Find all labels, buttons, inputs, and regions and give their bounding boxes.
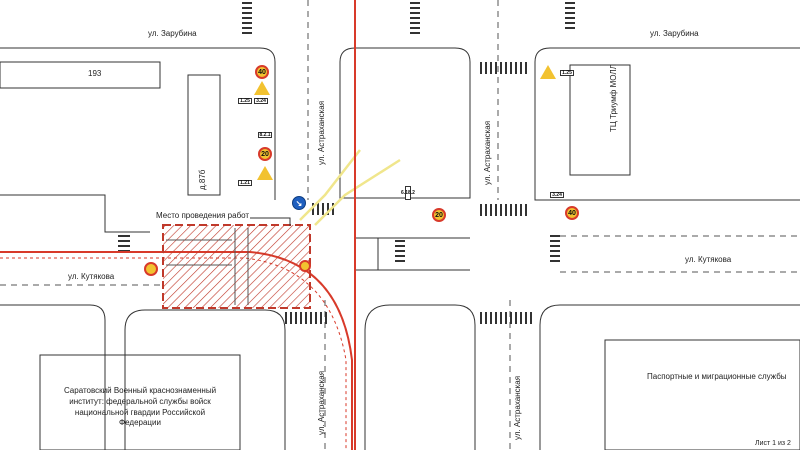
block-south-central: [364, 304, 476, 450]
building-mall: [569, 64, 631, 176]
street-label-kutyakova-left: ул. Кутякова: [68, 272, 115, 281]
no-entry-sign-icon: [144, 262, 158, 276]
speed-limit-sign-icon: 20: [432, 208, 446, 222]
work-site-label: Место проведения работ: [156, 211, 250, 220]
building-label-87b: д.87б: [198, 169, 207, 190]
warning-triangle-icon: [254, 81, 270, 95]
building-label-passport: Паспортные и миграционные службы: [647, 372, 787, 381]
speed-limit-sign-icon: 40: [565, 206, 579, 220]
building-label-193: 193: [88, 69, 102, 78]
block-southwest-edge: [0, 304, 106, 450]
street-label-zarubina-left: ул. Зарубина: [148, 29, 197, 38]
street-label-astrakhanskaya-bottom-right: ул. Астраханская: [513, 375, 522, 440]
warning-triangle-icon: [540, 65, 556, 79]
crosswalks: [118, 2, 575, 324]
speed-limit-sign-icon: 20: [258, 147, 272, 161]
building-passport: [604, 339, 800, 450]
sign-plate: 3.24: [254, 98, 268, 104]
work-site-leader: [250, 217, 291, 226]
block-southwest: [124, 309, 286, 450]
work-zone: [162, 224, 311, 309]
detour-route: [299, 149, 401, 226]
sign-plate: 1.25: [560, 70, 574, 76]
block-northeast: [534, 47, 800, 201]
street-label-astrakhanskaya-top-right: ул. Астраханская: [483, 120, 492, 185]
street-label-kutyakova-right: ул. Кутякова: [685, 255, 732, 264]
speed-limit-sign-icon: 40: [255, 65, 269, 79]
sheet-label: Лист 1 из 2: [755, 440, 791, 447]
building-label-mall: ТЦ Триумф МОЛЛ: [609, 64, 618, 132]
sign-plate: 8.2.1: [258, 132, 272, 138]
street-label-astrakhanskaya-bottom-left: ул. Астраханская: [317, 370, 326, 435]
sign-plate: 1.25: [238, 98, 252, 104]
building-label-institute: Саратовский Военный краснознаменный инст…: [63, 386, 217, 428]
block-northwest: [0, 47, 276, 200]
building-193: [0, 61, 161, 89]
road-works-sign-icon: [299, 260, 311, 272]
sign-plate: 1.21: [238, 180, 252, 186]
sign-plate: 6.18.2: [401, 186, 415, 200]
block-southeast: [539, 304, 800, 450]
mandatory-direction-sign-icon: ↘: [292, 196, 306, 210]
sign-plate: 3.24: [550, 192, 564, 198]
block-outlines: [0, 47, 800, 450]
block-central-north: [339, 47, 471, 199]
warning-triangle-icon: [257, 166, 273, 180]
block-west-edge: [0, 194, 150, 233]
building-87b: [187, 74, 221, 196]
building-institute: [39, 354, 241, 450]
street-label-zarubina-right: ул. Зарубина: [650, 29, 699, 38]
street-label-astrakhanskaya-top-left: ул. Астраханская: [317, 100, 326, 165]
